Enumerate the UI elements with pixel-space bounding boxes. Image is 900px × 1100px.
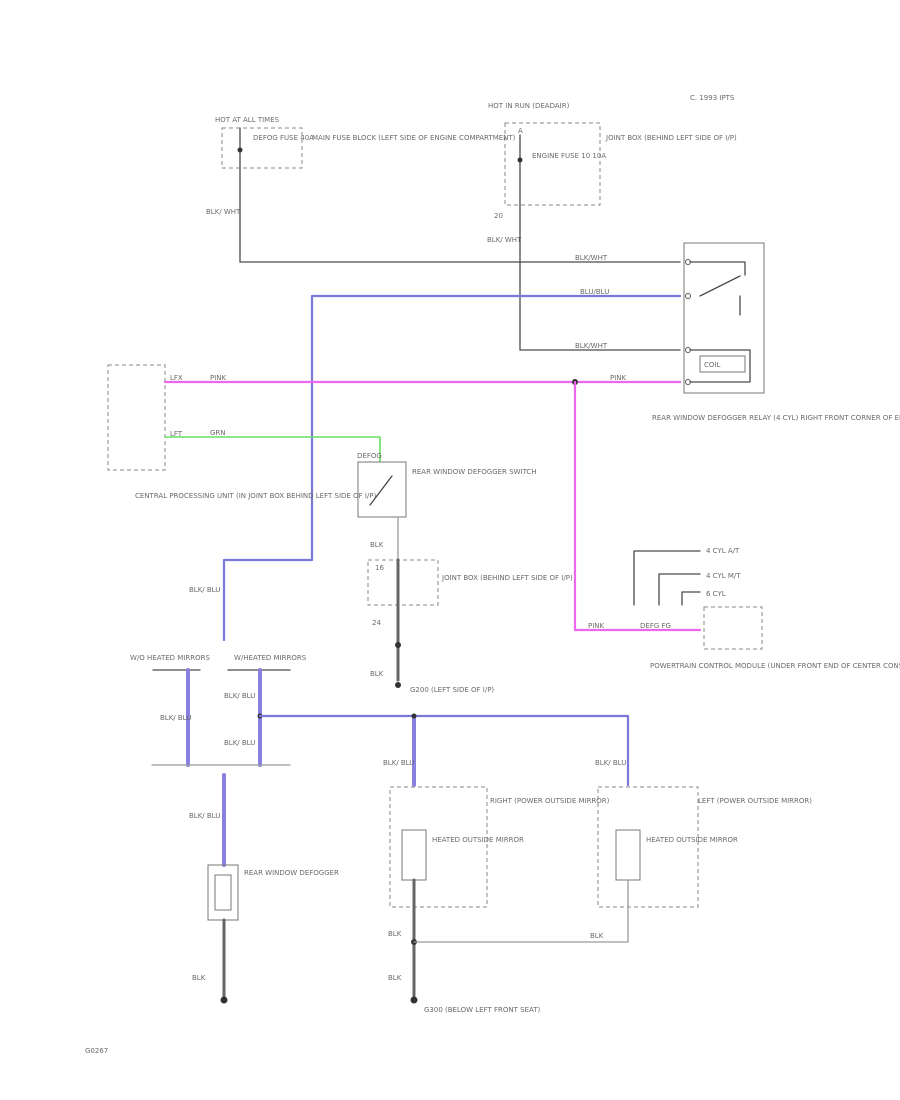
main-fuse-block-label: MAIN FUSE BLOCK (LEFT SIDE OF ENGINE COM… <box>312 134 516 142</box>
wire-label-pink-ptcm: PINK <box>588 622 605 630</box>
hcyl-3: 6 CYL <box>706 590 726 598</box>
rear-defogger-box <box>207 864 239 921</box>
footer-code: G0267 <box>85 1047 108 1055</box>
joint-box-2-label: JOINT BOX (BEHIND LEFT SIDE OF I/P) <box>441 574 573 582</box>
wire-label-blk-3: BLK <box>192 974 206 982</box>
pin-a: A <box>518 127 523 135</box>
engine-fuse-box <box>504 122 601 206</box>
switch-defog-label: DEFOG <box>357 452 382 460</box>
wire-label-blublu-e: BLK/ BLU <box>189 812 220 820</box>
wire-label-blk-5: BLK <box>388 974 402 982</box>
wire-label-blk-2: BLK <box>370 670 384 678</box>
wire-label-blkwht-1: BLK/ WHT <box>206 208 241 216</box>
defogger-relay-box <box>683 242 765 394</box>
defogger-switch-box <box>357 461 407 518</box>
ptcm-label: POWERTRAIN CONTROL MODULE (UNDER FRONT E… <box>650 662 900 670</box>
pin-16: 16 <box>375 564 384 572</box>
wire-label-pink-1: PINK <box>210 374 227 382</box>
wire-label-blublu: BLU/BLU <box>580 288 609 296</box>
wire-label-blublu-f: BLK/ BLU <box>383 759 414 767</box>
wire-label-blublu-a: BLK/ BLU <box>189 586 220 594</box>
joint-box-label-1: JOINT BOX (BEHIND LEFT SIDE OF I/P) <box>605 134 737 142</box>
right-mirror-box <box>389 786 488 908</box>
main-fuse-block-box <box>221 127 303 169</box>
right-mirror-label: RIGHT (POWER OUTSIDE MIRROR) <box>490 797 610 805</box>
defog-fuse-label: DEFOG FUSE 40A <box>253 134 314 142</box>
wire-label-blkwht-mid: BLK/WHT <box>575 342 608 350</box>
rear-defogger-label: REAR WINDOW DEFOGGER <box>244 869 339 877</box>
hcyl-2: 4 CYL M/T <box>706 572 741 580</box>
relay-label: REAR WINDOW DEFOGGER RELAY (4 CYL) RIGHT… <box>652 414 900 422</box>
relay-coil: COIL <box>704 361 720 369</box>
conn-w-label: W/HEATED MIRRORS <box>234 654 307 662</box>
joint-box-2 <box>367 559 439 606</box>
pin-24: 24 <box>372 619 381 627</box>
wire-label-grn: GRN <box>210 429 226 437</box>
wire-label-blk-6: BLK <box>590 932 604 940</box>
left-mirror-elem-label: HEATED OUTSIDE MIRROR <box>646 836 738 844</box>
wire-label-blkwht-2: BLK/ WHT <box>487 236 522 244</box>
left-mirror-box <box>597 786 699 908</box>
engine-fuse-label: ENGINE FUSE 10 10A <box>532 152 606 160</box>
ptcm-box <box>703 606 763 650</box>
ground-2-label: G300 (BELOW LEFT FRONT SEAT) <box>424 1006 541 1014</box>
cpu-box <box>107 364 166 471</box>
hot-at-all-times-label: HOT AT ALL TIMES <box>215 116 280 124</box>
wire-label-blk-4: BLK <box>388 930 402 938</box>
right-mirror-elem-label: HEATED OUTSIDE MIRROR <box>432 836 524 844</box>
switch-label: REAR WINDOW DEFOGGER SWITCH <box>412 468 537 476</box>
diagram-id: C. 1993 IPTS <box>690 94 735 102</box>
left-mirror-label: LEFT (POWER OUTSIDE MIRROR) <box>698 797 812 805</box>
hot-in-run-label: HOT IN RUN (DEADAIR) <box>488 102 570 110</box>
wire-label-blkwht-top: BLK/WHT <box>575 254 608 262</box>
conn-wo-label: W/O HEATED MIRRORS <box>130 654 210 662</box>
hcyl-1: 4 CYL A/T <box>706 547 740 555</box>
wire-label-blublu-c: BLK/ BLU <box>160 714 191 722</box>
cpu-pin-lft: LFT <box>170 430 183 438</box>
cpu-pin-label: LFX <box>170 374 183 382</box>
wire-label-blublu-d: BLK/ BLU <box>224 739 255 747</box>
wire-label-blk-1: BLK <box>370 541 384 549</box>
wire-label-pink-2: PINK <box>610 374 627 382</box>
wire-label-pink-ptcm2: DEFG FG <box>640 622 671 630</box>
ground-1-label: G200 (LEFT SIDE OF I/P) <box>410 686 494 694</box>
wire-label-blublu-b: BLK/ BLU <box>224 692 255 700</box>
pin-20: 20 <box>494 212 503 220</box>
cpu-label: CENTRAL PROCESSING UNIT (IN JOINT BOX BE… <box>135 492 376 500</box>
wire-label-blublu-g: BLK/ BLU <box>595 759 626 767</box>
